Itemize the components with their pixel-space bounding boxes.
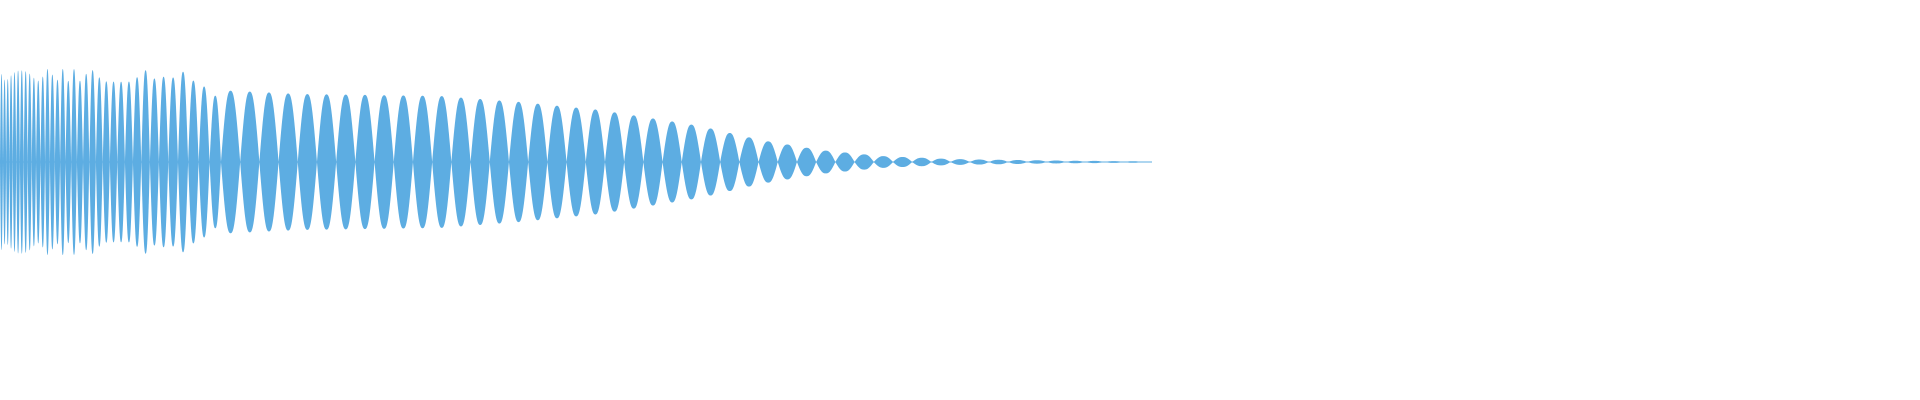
waveform-lobes bbox=[0, 68, 1152, 256]
